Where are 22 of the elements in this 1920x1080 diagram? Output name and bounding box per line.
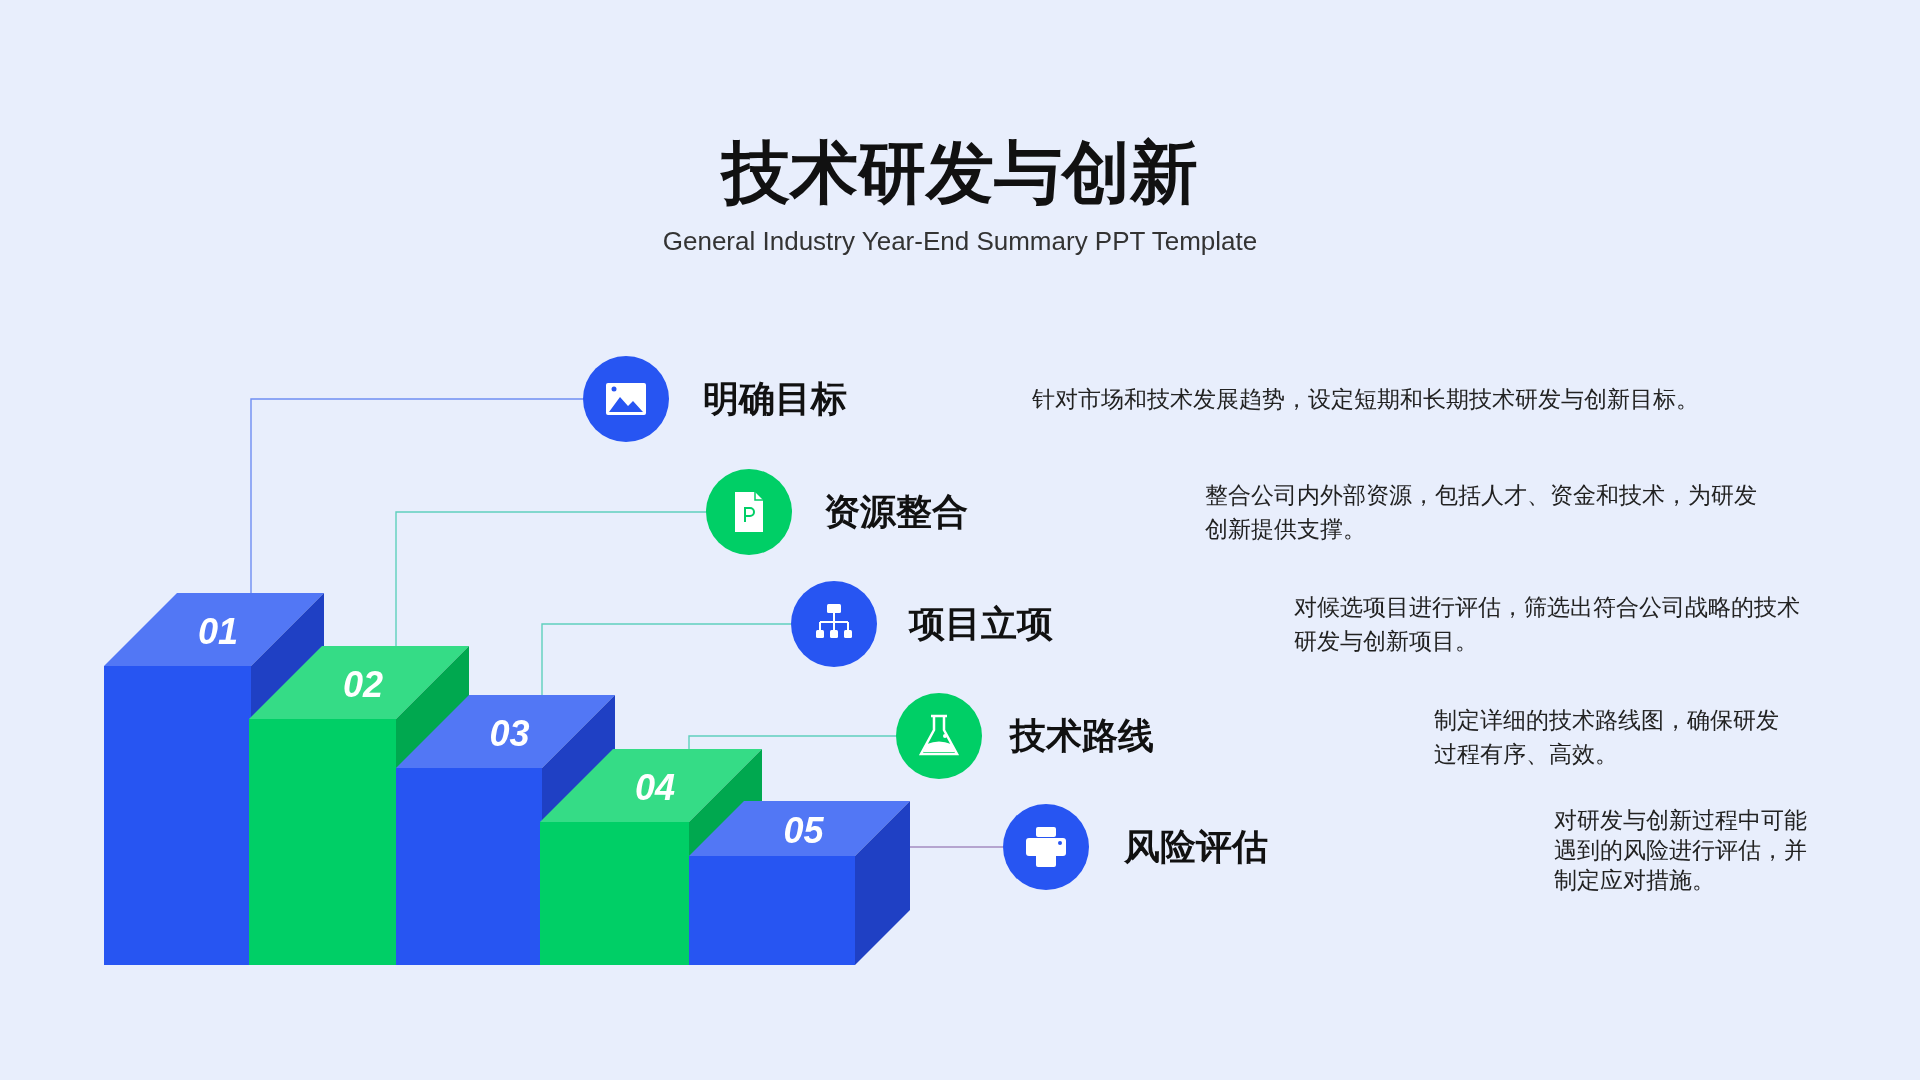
subtitle-text: General Industry Year-End Summary PPT Template (662, 226, 1258, 256)
step-number: 01 (198, 610, 238, 653)
step-heading: 技术路线 (1010, 713, 1154, 758)
connector-line (909, 846, 1004, 848)
step-description: 对候选项目进行评估，筛选出符合公司战略的技术研发与创新项目。 (1294, 593, 1801, 656)
step-number: 04 (635, 766, 675, 809)
step-description: 对研发与创新过程中可能遇到的风险进行评估，并制定应对措施。 (1554, 806, 1808, 895)
step-number: 02 (343, 663, 383, 706)
connector-line (250, 398, 584, 594)
step-description: 整合公司内外部资源，包括人才、资金和技术，为研发创新提供支撑。 (1205, 481, 1758, 544)
step-heading: 明确目标 (703, 376, 847, 421)
step-heading: 风险评估 (1124, 824, 1268, 869)
step-heading: 资源整合 (824, 489, 968, 534)
connector-line (688, 735, 897, 750)
title-text: 技术研发与创新 (722, 134, 1198, 210)
connector-line (541, 623, 792, 696)
step-description: 针对市场和技术发展趋势，设定短期和长期技术研发与创新目标。 (1032, 385, 1699, 414)
connector-line (395, 511, 707, 647)
step-description: 制定详细的技术路线图，确保研发过程有序、高效。 (1434, 706, 1780, 769)
step-number: 05 (783, 809, 824, 852)
step-number: 03 (489, 712, 530, 755)
step-heading: 项目立项 (909, 601, 1053, 646)
